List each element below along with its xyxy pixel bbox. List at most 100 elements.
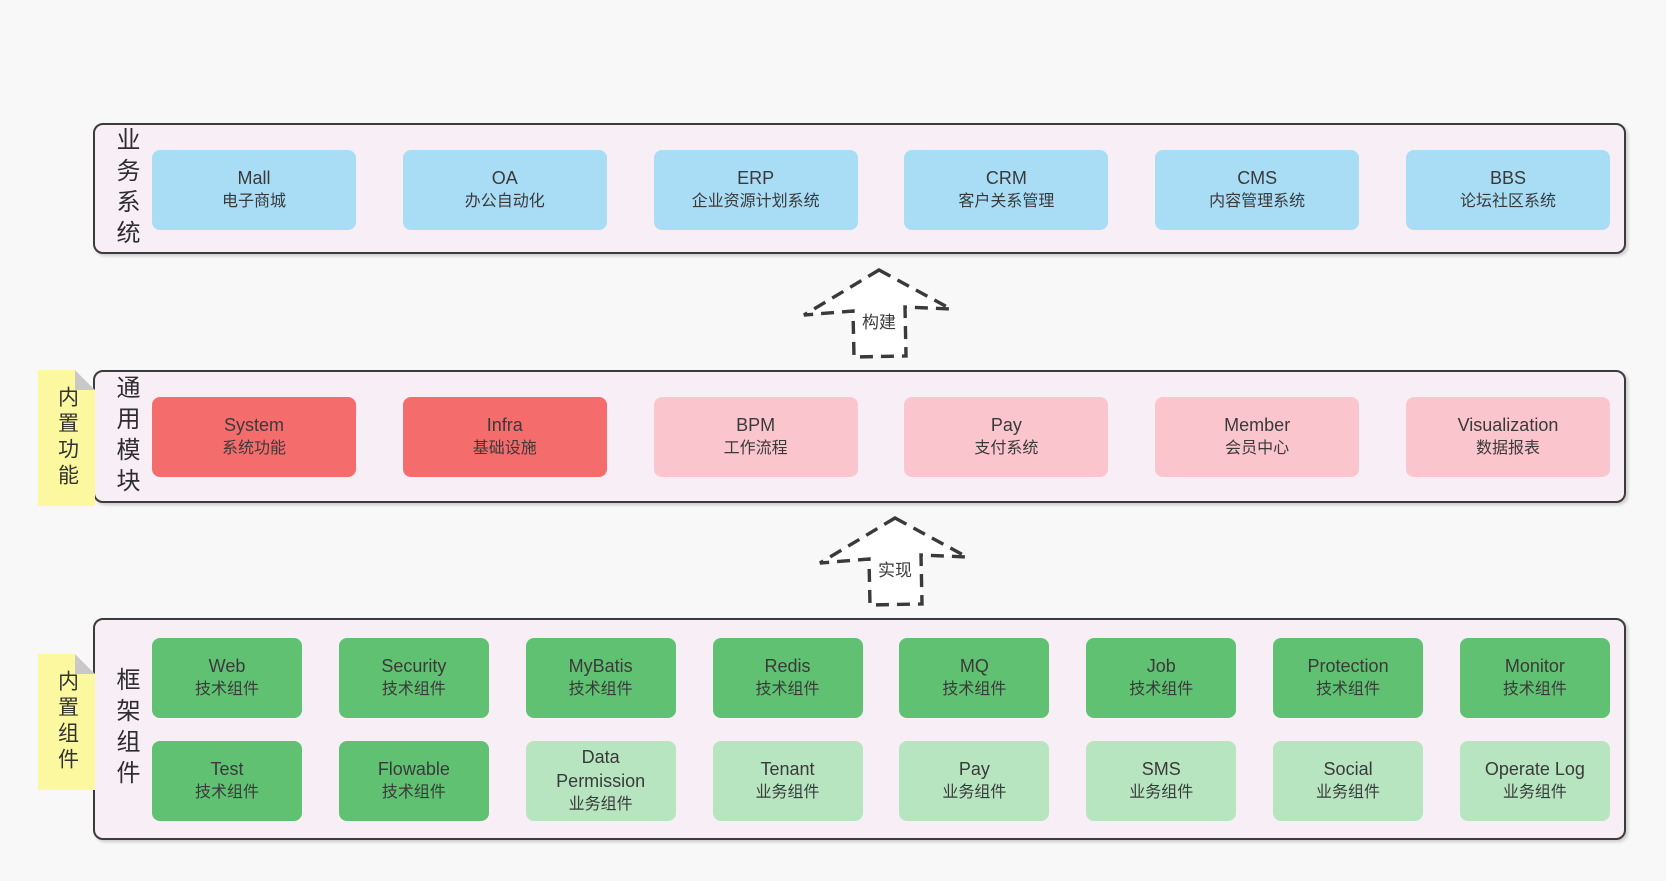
module-name: SMS	[1141, 759, 1181, 779]
module-name: Data Permission	[556, 747, 646, 791]
module-box-visualization: Visualization 数据报表	[1405, 397, 1610, 477]
module-box-system: System 系统功能	[152, 397, 356, 477]
common-modules-boxes: System 系统功能 Infra 基础设施 BPM 工作流程 Pay 支付系统…	[152, 397, 1610, 477]
system-box-mall: Mall 电子商城	[152, 150, 356, 230]
component-box-mybatis: MyBatis 技术组件	[525, 638, 676, 718]
module-desc: 支付系统	[974, 440, 1039, 457]
component-box-pay: Pay 业务组件	[899, 741, 1050, 821]
module-name: Redis	[764, 656, 811, 676]
module-box-bpm: BPM 工作流程	[653, 397, 858, 477]
system-box-erp: ERP 企业资源计划系统	[653, 150, 858, 230]
module-name: Infra	[486, 415, 523, 435]
module-name: Flowable	[377, 759, 450, 779]
module-desc: 技术组件	[755, 681, 820, 698]
module-name: System	[223, 415, 284, 435]
component-box-job: Job 技术组件	[1086, 638, 1237, 718]
component-box-monitor: Monitor 技术组件	[1459, 638, 1610, 718]
module-desc: 企业资源计划系统	[691, 193, 820, 210]
module-desc: 技术组件	[194, 681, 259, 698]
module-desc: 基础设施	[472, 440, 537, 457]
module-box-member: Member 会员中心	[1155, 397, 1360, 477]
band-label-common-modules: 通用模块	[112, 374, 139, 499]
module-desc: 业务组件	[568, 796, 633, 813]
module-name: BBS	[1489, 168, 1526, 188]
module-desc: 数据报表	[1475, 440, 1540, 457]
component-box-sms: SMS 业务组件	[1086, 741, 1237, 821]
component-box-flowable: Flowable 技术组件	[338, 741, 489, 821]
module-desc: 技术组件	[194, 784, 259, 801]
module-desc: 业务组件	[942, 784, 1007, 801]
module-name: Job	[1146, 656, 1176, 676]
module-desc: 工作流程	[723, 440, 788, 457]
band-business-systems: 业务系统 Mall 电子商城 OA 办公自动化 ERP 企业资源计划系统 CRM…	[93, 123, 1626, 254]
component-box-test: Test 技术组件	[152, 741, 302, 821]
system-box-cms: CMS 内容管理系统	[1155, 150, 1360, 230]
component-box-protection: Protection 技术组件	[1273, 638, 1424, 718]
module-desc: 内容管理系统	[1209, 193, 1306, 210]
arrow-build: 构建	[799, 266, 955, 362]
band-common-modules: 通用模块 System 系统功能 Infra 基础设施 BPM 工作流程 Pay…	[93, 370, 1626, 503]
module-name: MQ	[959, 656, 989, 676]
framework-components-row-1: Web 技术组件 Security 技术组件 MyBatis 技术组件 Redi…	[152, 638, 1610, 718]
component-box-web: Web 技术组件	[152, 638, 302, 718]
module-name: Security	[381, 656, 447, 676]
module-name: Protection	[1307, 656, 1389, 676]
business-systems-boxes: Mall 电子商城 OA 办公自动化 ERP 企业资源计划系统 CRM 客户关系…	[152, 150, 1610, 230]
sticky-note-builtin-features: 内置功能	[38, 370, 95, 506]
module-name: Member	[1224, 415, 1291, 435]
module-box-infra: Infra 基础设施	[402, 397, 607, 477]
component-box-security: Security 技术组件	[338, 638, 489, 718]
module-desc: 客户关系管理	[958, 193, 1055, 210]
module-desc: 技术组件	[568, 681, 633, 698]
module-name: Social	[1323, 759, 1373, 779]
band-label-business-systems: 业务系统	[112, 126, 139, 251]
module-name: Tenant	[760, 759, 815, 779]
band-label-framework-components: 框架组件	[112, 667, 139, 791]
module-desc: 技术组件	[942, 681, 1007, 698]
module-name: ERP	[737, 168, 775, 188]
module-desc: 业务组件	[755, 784, 820, 801]
module-name: Mall	[237, 168, 271, 188]
framework-components-row-2: Test 技术组件 Flowable 技术组件 Data Permission …	[152, 741, 1610, 821]
module-box-pay: Pay 支付系统	[904, 397, 1109, 477]
module-name: Pay	[990, 415, 1022, 435]
dashed-up-arrow-icon: 构建	[803, 268, 952, 359]
folded-corner-icon	[75, 654, 95, 674]
arrow-label: 构建	[862, 313, 896, 332]
module-desc: 业务组件	[1129, 784, 1194, 801]
module-desc: 技术组件	[381, 681, 446, 698]
arrow-implement: 实现	[815, 514, 971, 610]
module-desc: 办公自动化	[464, 193, 545, 210]
module-name: MyBatis	[568, 656, 633, 676]
component-box-data-permission: Data Permission 业务组件	[525, 741, 676, 821]
module-desc: 业务组件	[1316, 784, 1381, 801]
module-desc: 论坛社区系统	[1459, 193, 1556, 210]
sticky-note-text: 内置组件	[55, 670, 79, 774]
component-box-tenant: Tenant 业务组件	[712, 741, 863, 821]
module-name: Monitor	[1504, 656, 1565, 676]
folded-corner-icon	[75, 370, 95, 390]
module-name: Operate Log	[1484, 759, 1585, 779]
sticky-note-builtin-components: 内置组件	[38, 654, 95, 790]
module-name: BPM	[736, 415, 776, 435]
dashed-up-arrow-icon: 实现	[819, 516, 968, 607]
module-desc: 会员中心	[1225, 440, 1290, 457]
module-name: CRM	[985, 168, 1027, 188]
module-name: Web	[208, 656, 246, 676]
module-desc: 技术组件	[1129, 681, 1194, 698]
module-desc: 技术组件	[381, 784, 446, 801]
band-framework-components: 框架组件 Web 技术组件 Security 技术组件 MyBatis 技术组件…	[93, 618, 1626, 840]
module-name: Visualization	[1457, 415, 1559, 435]
system-box-crm: CRM 客户关系管理	[904, 150, 1109, 230]
component-box-operate-log: Operate Log 业务组件	[1459, 741, 1610, 821]
system-box-oa: OA 办公自动化	[402, 150, 607, 230]
component-box-mq: MQ 技术组件	[899, 638, 1050, 718]
module-desc: 系统功能	[221, 440, 286, 457]
component-box-social: Social 业务组件	[1273, 741, 1424, 821]
arrow-label: 实现	[878, 561, 912, 580]
component-box-redis: Redis 技术组件	[712, 638, 863, 718]
module-desc: 技术组件	[1502, 681, 1567, 698]
system-box-bbs: BBS 论坛社区系统	[1405, 150, 1610, 230]
module-name: OA	[491, 168, 518, 188]
